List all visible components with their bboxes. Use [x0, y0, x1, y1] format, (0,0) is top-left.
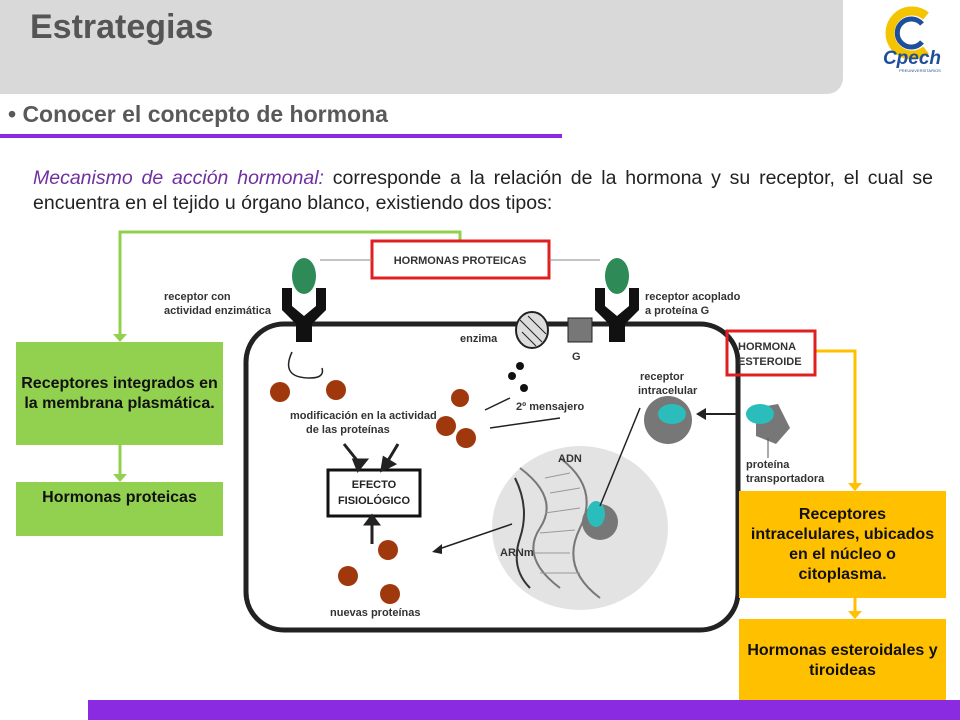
- protein-hormones-box: Hormonas proteicas: [16, 482, 223, 536]
- header-bar: Estrategias: [0, 0, 843, 94]
- hormona-esteroide-frame: [725, 329, 817, 377]
- adn-label: ADN: [558, 453, 582, 465]
- modificacion-label-2: de las proteínas: [306, 424, 390, 436]
- definition-term: Mecanismo de acción hormonal:: [33, 167, 324, 189]
- receptor-enzimatico-label-2: actividad enzimática: [164, 305, 272, 317]
- proteina-transportadora-label-2: transportadora: [746, 473, 825, 485]
- definition-text: corresponde a la relación de la hormona …: [33, 167, 933, 214]
- intracellular-receptors-box: Receptores intracelulares, ubicados en e…: [739, 491, 946, 598]
- definition-paragraph: Mecanismo de acción hormonal: correspond…: [33, 166, 933, 216]
- efecto-fisiologico-box: [326, 468, 422, 518]
- receptor-intracelular-label-2: intracelular: [638, 385, 698, 397]
- enzima-shape: [515, 311, 549, 349]
- hormona-esteroide-label-1: HORMONA: [738, 341, 796, 353]
- cell-membrane: [243, 321, 741, 633]
- receptor-enzimatico-label-1: receptor con: [164, 291, 231, 303]
- svg-text:Cpech: Cpech: [883, 48, 941, 69]
- efecto-label-2: FISIOLÓGICO: [338, 494, 411, 507]
- mensajero-label: 2º mensajero: [516, 401, 584, 413]
- g-label: G: [572, 351, 581, 363]
- membrane-receptors-box: Receptores integrados en la membrana pla…: [16, 342, 223, 445]
- receptor-g-label-1: receptor acoplado: [645, 291, 741, 303]
- hormona-esteroide-label-2: ESTEROIDE: [738, 356, 802, 368]
- efecto-label-1: EFECTO: [352, 479, 397, 491]
- hormonas-proteicas-label: HORMONAS PROTEICAS: [394, 255, 527, 267]
- modificacion-label-1: modificación en la actividad: [290, 410, 437, 422]
- receptor-intracelular-label-1: receptor: [640, 371, 685, 383]
- subtitle-underline: [0, 134, 562, 138]
- hormone-mechanism-diagram: ADN ARNm HORMONAS PROTEICAS receptor con…: [164, 239, 825, 633]
- svg-text:PREUNIVERSITARIOS: PREUNIVERSITARIOS: [899, 68, 941, 73]
- proteina-g-shape: [567, 317, 593, 343]
- cpech-logo: Cpech PREUNIVERSITARIOS: [883, 6, 941, 73]
- arnm-label: ARNm: [500, 547, 534, 559]
- receptor-g-label-2: a proteína G: [645, 305, 709, 317]
- steroid-hormones-box: Hormonas esteroidales y tiroideas: [739, 619, 946, 702]
- enzima-label: enzima: [460, 333, 498, 345]
- section-subtitle: • Conocer el concepto de hormona: [8, 101, 388, 127]
- footer-bar: [88, 700, 960, 720]
- page-title: Estrategias: [30, 8, 214, 46]
- nuevas-proteinas-label: nuevas proteínas: [330, 607, 420, 619]
- proteina-transportadora-label-1: proteína: [746, 459, 790, 471]
